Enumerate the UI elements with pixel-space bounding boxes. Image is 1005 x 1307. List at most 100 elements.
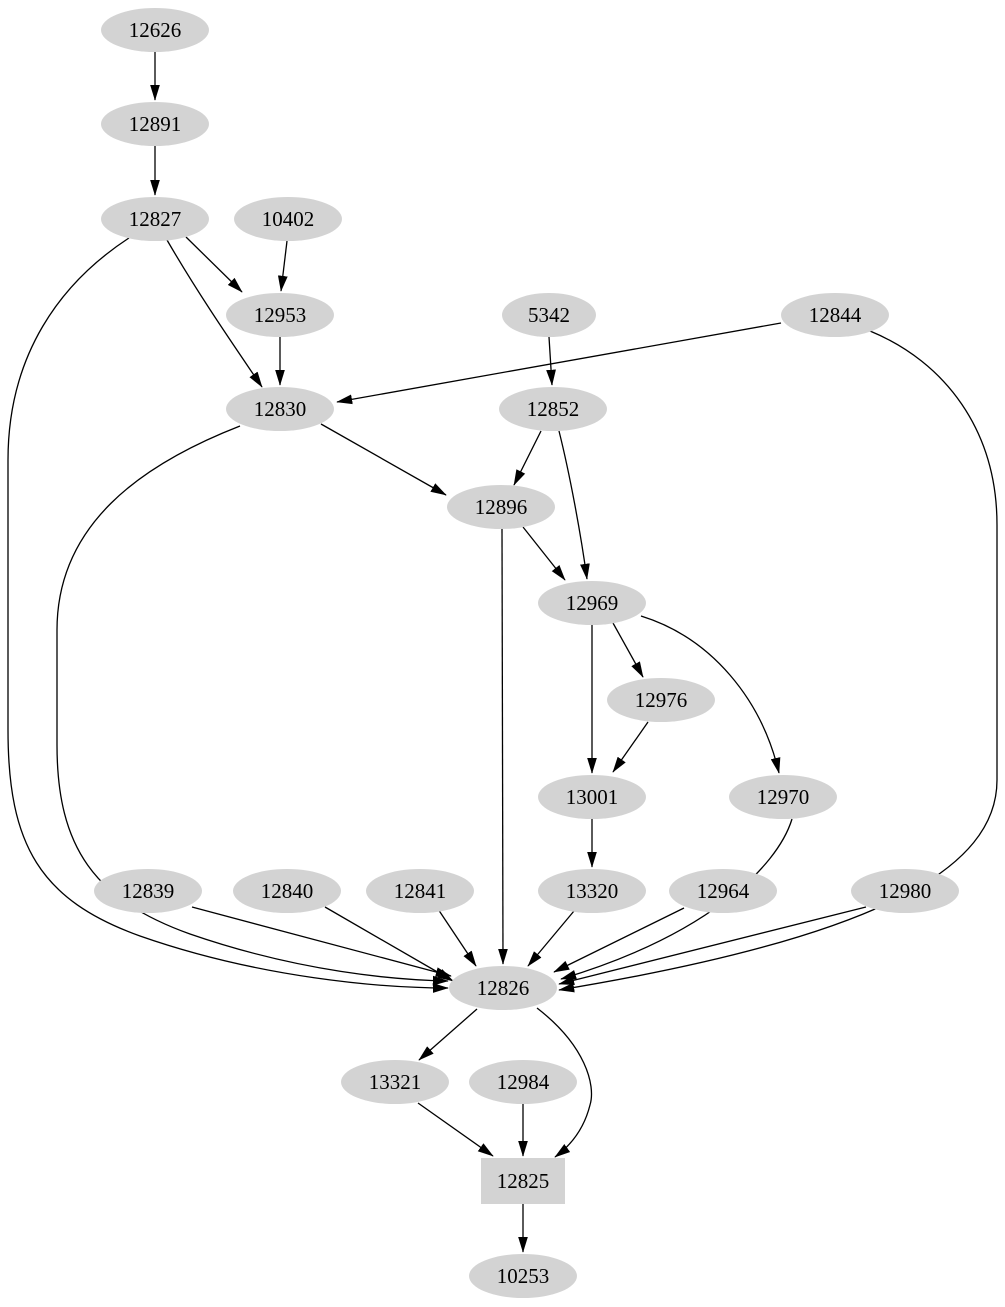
node-label-12827: 12827 <box>129 207 182 231</box>
edge-12827-12826 <box>7 237 449 993</box>
edge-12896-12969 <box>522 526 566 581</box>
edge-12969-12976 <box>612 622 644 678</box>
node-box-12825 <box>481 1158 565 1204</box>
node-ellipse-12953 <box>226 293 334 337</box>
node-label-12976: 12976 <box>635 688 688 712</box>
node-ellipse-12980 <box>851 869 959 913</box>
node-ellipse-12970 <box>729 775 837 819</box>
node-ellipse-12964 <box>669 869 777 913</box>
edge-12976-13001 <box>612 721 649 773</box>
node-ellipse-12826 <box>449 966 557 1010</box>
node-10402: 10402 <box>234 197 342 241</box>
node-12896: 12896 <box>447 485 555 529</box>
edge-10402-12953 <box>277 240 288 292</box>
node-12841: 12841 <box>366 869 474 913</box>
node-12826: 12826 <box>449 966 557 1010</box>
node-ellipse-12830 <box>226 387 334 431</box>
node-label-12825: 12825 <box>497 1169 550 1193</box>
node-label-13320: 13320 <box>566 879 619 903</box>
node-12839: 12839 <box>94 869 202 913</box>
node-ellipse-12844 <box>781 293 889 337</box>
node-ellipse-12984 <box>469 1060 577 1104</box>
node-12976: 12976 <box>607 678 715 722</box>
node-label-12839: 12839 <box>122 879 175 903</box>
node-12964: 12964 <box>669 869 777 913</box>
node-10253: 10253 <box>469 1254 577 1298</box>
node-ellipse-12626 <box>101 8 209 52</box>
node-ellipse-12969 <box>538 581 646 625</box>
node-label-12852: 12852 <box>527 397 580 421</box>
node-12825: 12825 <box>481 1158 565 1204</box>
node-label-13001: 13001 <box>566 785 619 809</box>
edge-13320-12826 <box>527 910 575 967</box>
node-label-12841: 12841 <box>394 879 447 903</box>
node-ellipse-12839 <box>94 869 202 913</box>
edge-12840-12826 <box>324 906 454 982</box>
node-ellipse-12891 <box>101 102 209 146</box>
node-12984: 12984 <box>469 1060 577 1104</box>
edge-12852-12896 <box>513 430 542 486</box>
node-12852: 12852 <box>499 387 607 431</box>
node-ellipse-12840 <box>233 869 341 913</box>
node-12970: 12970 <box>729 775 837 819</box>
node-ellipse-13321 <box>341 1060 449 1104</box>
node-label-12840: 12840 <box>261 879 314 903</box>
node-label-10402: 10402 <box>262 207 315 231</box>
node-12953: 12953 <box>226 293 334 337</box>
node-ellipse-5342 <box>502 293 596 337</box>
edge-12980-12826 <box>558 906 867 986</box>
node-label-12953: 12953 <box>254 303 307 327</box>
node-ellipse-13001 <box>538 775 646 819</box>
node-5342: 5342 <box>502 293 596 337</box>
edge-13321-12825 <box>417 1102 494 1157</box>
node-12827: 12827 <box>101 197 209 241</box>
edge-12964-12826 <box>553 907 685 973</box>
edge-12844-12830 <box>336 322 782 405</box>
node-ellipse-12841 <box>366 869 474 913</box>
node-ellipse-12827 <box>101 197 209 241</box>
edge-12852-12969 <box>558 430 590 580</box>
nodes-layer: 12626 12891 12827 10402 12953 5342 12844 12830 1… <box>94 8 959 1298</box>
edge-12830-12896 <box>320 423 447 496</box>
node-ellipse-12976 <box>607 678 715 722</box>
edge-12826-13321 <box>418 1008 478 1061</box>
node-12980: 12980 <box>851 869 959 913</box>
node-12840: 12840 <box>233 869 341 913</box>
node-12844: 12844 <box>781 293 889 337</box>
edge-12839-12826 <box>191 906 452 977</box>
node-label-12980: 12980 <box>879 879 932 903</box>
node-label-12626: 12626 <box>129 18 182 42</box>
edge-12969-12970 <box>640 615 781 774</box>
node-12626: 12626 <box>101 8 209 52</box>
node-12969: 12969 <box>538 581 646 625</box>
node-label-12964: 12964 <box>697 879 750 903</box>
node-13001: 13001 <box>538 775 646 819</box>
edge-12830-12826 <box>56 425 449 986</box>
node-label-12984: 12984 <box>497 1070 550 1094</box>
node-ellipse-12896 <box>447 485 555 529</box>
node-13320: 13320 <box>538 869 646 913</box>
node-label-12891: 12891 <box>129 112 182 136</box>
edge-12844-12826 <box>558 330 998 993</box>
node-ellipse-13320 <box>538 869 646 913</box>
node-label-10253: 10253 <box>497 1264 550 1288</box>
edge-12896-12826 <box>498 528 508 965</box>
edge-5342-12852 <box>546 336 556 386</box>
node-ellipse-10402 <box>234 197 342 241</box>
node-label-12896: 12896 <box>475 495 528 519</box>
node-label-12970: 12970 <box>757 785 810 809</box>
node-label-12844: 12844 <box>809 303 862 327</box>
edge-12827-12830 <box>166 239 263 388</box>
edges-layer <box>7 52 998 1253</box>
node-label-12830: 12830 <box>254 397 307 421</box>
edge-12841-12826 <box>437 908 477 967</box>
edge-12826-12825 <box>536 1007 593 1158</box>
node-ellipse-10253 <box>469 1254 577 1298</box>
edge-12827-12953 <box>185 236 243 293</box>
node-13321: 13321 <box>341 1060 449 1104</box>
node-label-13321: 13321 <box>369 1070 422 1094</box>
node-label-12969: 12969 <box>566 591 619 615</box>
node-12830: 12830 <box>226 387 334 431</box>
